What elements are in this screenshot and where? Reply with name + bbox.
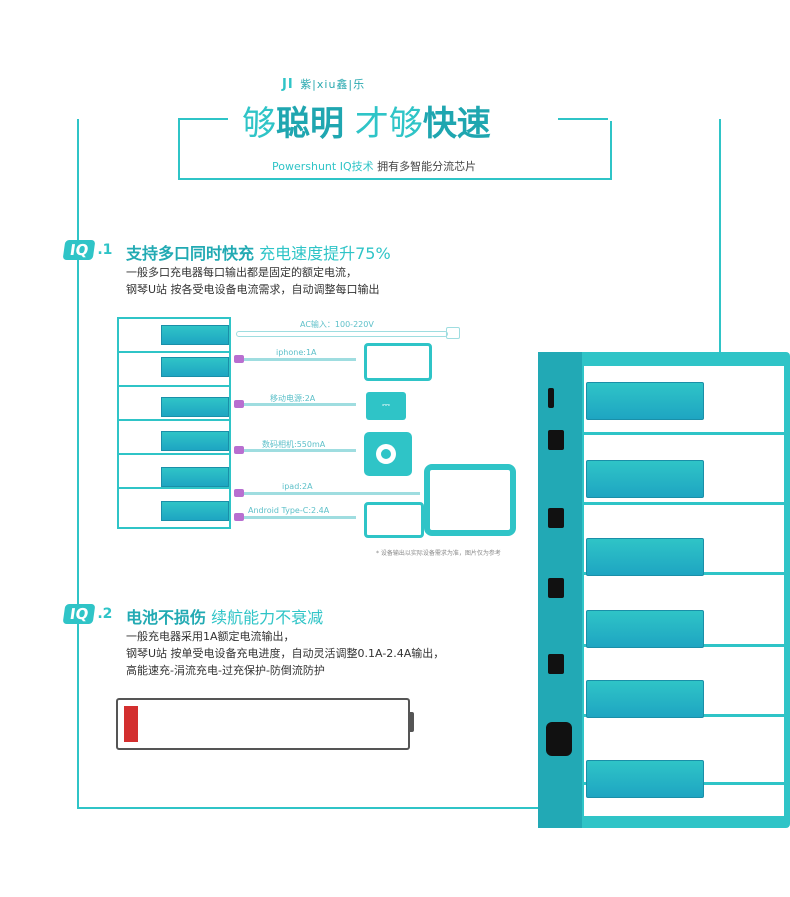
section2-text: 一般充电器采用1A额定电流输出， 钢琴U站 按单受电设备充电进度，自动灵活调整0… bbox=[126, 628, 444, 679]
title-box bbox=[178, 118, 612, 180]
iq-badge: IQ bbox=[62, 240, 96, 260]
piano-black-key bbox=[161, 357, 229, 377]
title-line-right bbox=[558, 118, 608, 120]
section1-heading: 支持多口同时快充 充电速度提升75% bbox=[126, 240, 391, 264]
usb-plug-icon bbox=[234, 355, 244, 363]
power-socket-icon bbox=[546, 722, 572, 756]
piano-black-key bbox=[161, 325, 229, 345]
piano-black-key bbox=[161, 431, 229, 451]
piano-black-key bbox=[161, 501, 229, 521]
product-key bbox=[586, 382, 704, 420]
heading-light: 充电速度提升75% bbox=[254, 244, 391, 263]
title-part: 聪明 bbox=[276, 104, 344, 144]
iq-badge-num: .1 bbox=[97, 242, 113, 258]
title-part: 才够 bbox=[344, 104, 423, 144]
usb-port-icon bbox=[548, 430, 564, 450]
iq-badge-num: .2 bbox=[97, 606, 113, 622]
text-line: 钢琴U站 按各受电设备电流需求，自动调整每口输出 bbox=[126, 283, 380, 296]
cable-label-ipad: ipad:2A bbox=[282, 482, 313, 491]
text-line: 钢琴U站 按单受电设备充电进度，自动灵活调整0.1A-2.4A输出， bbox=[126, 647, 445, 660]
product-key bbox=[586, 610, 704, 648]
android-phone-icon bbox=[364, 502, 424, 538]
cable-label-android: Android Type-C:2.4A bbox=[248, 506, 330, 515]
iq-badge: IQ bbox=[62, 604, 96, 624]
brand-logo: JI 紫|xiu鑫|乐 bbox=[282, 76, 365, 92]
battery-icon bbox=[116, 698, 410, 750]
heading-bold: 支持多口同时快充 bbox=[126, 244, 255, 263]
usb-plug-icon bbox=[234, 400, 244, 408]
disclaimer-note: * 设备输出以实际设备需求为准，图片仅为参考 bbox=[376, 550, 501, 557]
page-subtitle: Powershunt IQ技术 拥有多智能分流芯片 bbox=[272, 158, 476, 174]
led-indicator bbox=[548, 388, 554, 408]
heading-light: 续航能力不衰减 bbox=[206, 608, 324, 627]
brand-mark: JI bbox=[282, 77, 294, 92]
page-title: 够聪明 才够快速 bbox=[242, 96, 491, 145]
cable-label-powerbank: 移动电源:2A bbox=[270, 394, 316, 403]
product-key bbox=[586, 760, 704, 798]
usb-plug-icon bbox=[234, 489, 244, 497]
battery-tip bbox=[408, 712, 414, 732]
title-part: 快速 bbox=[422, 104, 491, 144]
piano-diagram bbox=[117, 317, 231, 529]
title-line-left bbox=[178, 118, 228, 120]
cable-label-ac: AC输入：100-220V bbox=[300, 320, 374, 329]
subtitle-rest: 拥有多智能分流芯片 bbox=[373, 160, 477, 173]
powerbank-icon: ⎓ bbox=[366, 392, 406, 420]
cable-android bbox=[244, 516, 356, 519]
piano-black-key bbox=[161, 397, 229, 417]
iphone-icon bbox=[364, 343, 432, 381]
section2-heading: 电池不损伤 续航能力不衰减 bbox=[126, 604, 323, 628]
cable-label-iphone: iphone:1A bbox=[276, 348, 317, 357]
ac-plug-icon bbox=[446, 327, 460, 339]
product-key bbox=[586, 460, 704, 498]
cable-iphone bbox=[244, 358, 356, 361]
title-part: 够 bbox=[242, 104, 276, 144]
heading-bold: 电池不损伤 bbox=[126, 608, 207, 627]
piano-charger-product bbox=[538, 352, 790, 828]
text-line: 一般多口充电器每口输出都是固定的额定电流， bbox=[126, 266, 357, 279]
brand-text: 紫|xiu鑫|乐 bbox=[300, 78, 366, 91]
cable-ipad bbox=[244, 492, 420, 495]
text-line: 一般充电器采用1A额定电流输出， bbox=[126, 630, 295, 643]
product-key bbox=[586, 538, 704, 576]
usb-port-icon bbox=[548, 578, 564, 598]
text-line: 高能速充-涓流充电-过充保护-防倒流防护 bbox=[126, 664, 325, 677]
frame-mask bbox=[610, 117, 716, 121]
piano-black-key bbox=[161, 467, 229, 487]
usb-plug-icon bbox=[234, 446, 244, 454]
camera-icon bbox=[364, 432, 412, 476]
ipad-icon bbox=[424, 464, 516, 536]
battery-level-fill bbox=[124, 706, 138, 742]
cable-camera bbox=[244, 449, 356, 452]
section1-text: 一般多口充电器每口输出都是固定的额定电流， 钢琴U站 按各受电设备电流需求，自动… bbox=[126, 264, 380, 298]
iq1-badge: IQ .1 bbox=[62, 240, 113, 260]
cable-powerbank bbox=[244, 403, 356, 406]
frame-mask bbox=[79, 117, 178, 121]
iq2-badge: IQ .2 bbox=[62, 604, 113, 624]
usb-port-icon bbox=[548, 654, 564, 674]
subtitle-highlight: Powershunt IQ技术 bbox=[272, 160, 374, 173]
cable-label-camera: 数码相机:550mA bbox=[262, 440, 326, 449]
usb-port-icon bbox=[548, 508, 564, 528]
product-key bbox=[586, 680, 704, 718]
usb-plug-icon bbox=[234, 513, 244, 521]
cable-ac bbox=[236, 331, 448, 337]
